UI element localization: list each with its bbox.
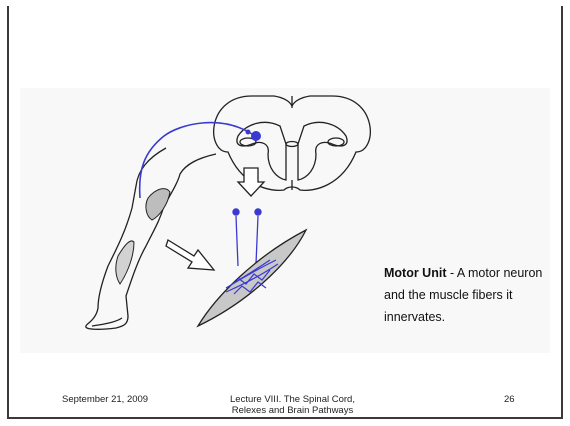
diagonal-arrow-icon <box>166 240 214 270</box>
footer-title-line2: Relexes and Brain Pathways <box>205 405 380 416</box>
spinal-cord-icon <box>214 96 371 190</box>
caption: Motor Unit - A motor neuron and the musc… <box>384 262 544 328</box>
footer-title-line1: Lecture VIII. The Spinal Cord, <box>205 394 380 405</box>
down-arrow-icon <box>238 168 264 196</box>
leg-icon <box>86 148 216 329</box>
leg-muscle-icon <box>116 189 170 284</box>
page-number: 26 <box>504 394 515 405</box>
footer-date: September 21, 2009 <box>62 394 148 405</box>
muscle-icon <box>198 230 306 326</box>
footer-title: Lecture VIII. The Spinal Cord, Relexes a… <box>205 394 380 416</box>
motor-unit-illustration <box>20 88 380 348</box>
neurons-icon <box>233 209 261 266</box>
caption-term: Motor Unit <box>384 266 446 280</box>
